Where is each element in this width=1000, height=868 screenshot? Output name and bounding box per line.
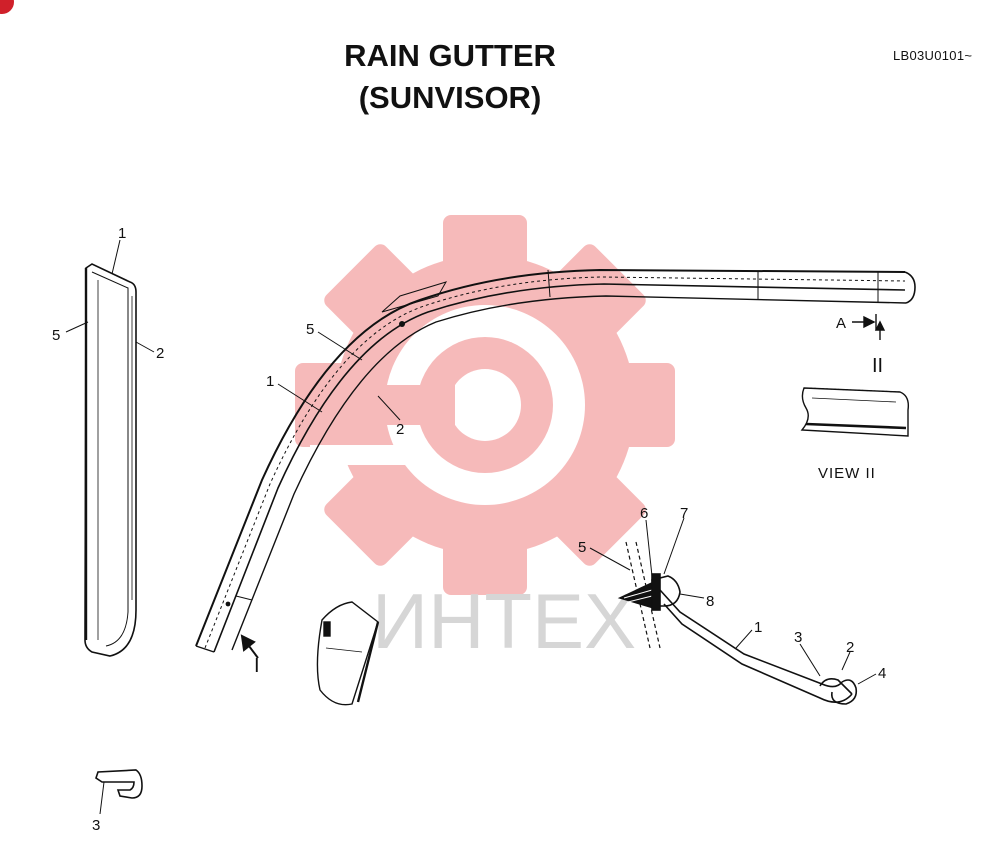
callout-clip-3: 3 (92, 817, 100, 834)
callout-det-4: 4 (878, 665, 886, 682)
view-ii-section (800, 387, 910, 437)
end-cap-part (316, 601, 380, 706)
callout-det-8: 8 (706, 593, 714, 610)
callout-left-1: 1 (118, 225, 126, 242)
main-gutter-part (195, 268, 916, 653)
watermark-gear (295, 215, 675, 595)
detail-section (617, 541, 858, 705)
view-mark-i: I (254, 655, 260, 677)
detail-callouts (589, 517, 877, 685)
callout-det-3: 3 (794, 629, 802, 646)
callout-det-5: 5 (578, 539, 586, 556)
callout-main-1: 1 (266, 373, 274, 390)
clip-leader (99, 781, 105, 815)
page-title: RAIN GUTTER (344, 38, 556, 73)
callout-left-5: 5 (52, 327, 60, 344)
callout-left-2: 2 (156, 345, 164, 362)
main-callouts (277, 331, 401, 421)
drawing-code: LB03U0101~ (893, 48, 973, 63)
callout-det-1: 1 (754, 619, 762, 636)
page-subtitle: (SUNVISOR) (358, 80, 542, 115)
left-profile-part (84, 263, 137, 657)
view-arrow-i (240, 634, 259, 659)
section-arrow-a (852, 314, 886, 340)
left-callouts (65, 239, 155, 353)
watermark-text: ИНТЕХ (372, 577, 636, 665)
callout-det-6: 6 (640, 505, 648, 522)
callout-main-2: 2 (396, 421, 404, 438)
callout-det-7: 7 (680, 505, 688, 522)
clip-part (95, 769, 143, 799)
callout-arrow-a: A (836, 315, 846, 332)
view-mark-ii: II (872, 355, 883, 377)
view-ii-label: VIEW II (818, 465, 876, 482)
callout-main-5: 5 (306, 321, 314, 338)
callout-det-2: 2 (846, 639, 854, 656)
